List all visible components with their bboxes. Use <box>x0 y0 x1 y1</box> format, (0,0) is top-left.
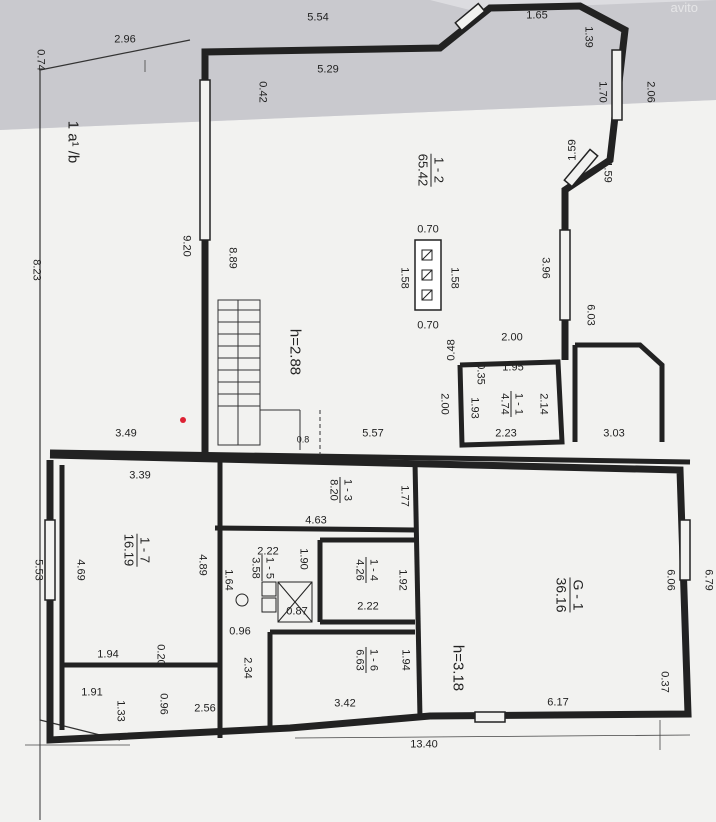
dimension-label: 13.40 <box>410 738 438 751</box>
dimension-label: 9.20 <box>180 235 193 257</box>
dimension-label: 1.39 <box>582 26 595 48</box>
dimension-label: 1.58 <box>398 267 411 289</box>
dimension-label: 5.57 <box>362 427 384 440</box>
dimension-label: 2.34 <box>241 657 254 679</box>
dimension-label: 0.70 <box>417 223 439 236</box>
dimension-label: 5.53 <box>32 559 45 581</box>
dimension-label: 0.42 <box>256 81 269 103</box>
dimension-label: 2.56 <box>194 702 216 715</box>
dimension-label: 1.77 <box>398 485 411 507</box>
dimension-label: 1.58 <box>448 267 461 289</box>
watermark: avito <box>670 0 698 15</box>
dimension-label: 5.29 <box>317 63 339 76</box>
dimension-label: 1.90 <box>297 548 310 570</box>
dimension-label: 0.87 <box>286 605 308 618</box>
dimension-label: 0.96 <box>229 625 251 638</box>
dimension-label: 6.06 <box>664 569 677 591</box>
dimension-label: 2.96 <box>114 33 136 46</box>
dimension-label: 1.33 <box>114 700 127 722</box>
dimension-label: 2.06 <box>644 81 657 103</box>
dimension-label: 0.20 <box>154 644 167 666</box>
dimension-label: 0.48 <box>445 339 458 361</box>
dimension-label: 3.96 <box>539 257 552 279</box>
dimension-label: 6.79 <box>702 569 715 591</box>
dimension-label: 2.00 <box>501 331 523 344</box>
dimension-label: 3.03 <box>603 427 625 440</box>
dimension-label: 6.17 <box>547 696 569 709</box>
dimension-label: 2.23 <box>495 427 517 440</box>
dimension-label: 0.70 <box>417 319 439 332</box>
dimension-label: 1.70 <box>596 81 609 103</box>
dimension-label: 4.63 <box>305 514 327 527</box>
dimension-label: 6.03 <box>584 304 597 326</box>
dimension-label: 4.89 <box>196 554 209 576</box>
dimension-label: 1.59 <box>566 139 579 161</box>
dimension-label: 2.22 <box>357 600 379 613</box>
dimension-label: 1.91 <box>81 686 103 699</box>
dimension-label: 2.14 <box>537 393 550 415</box>
dimension-label: 8.23 <box>30 259 43 281</box>
dimension-label: 2.22 <box>257 545 279 558</box>
dimension-label: 3.39 <box>129 469 151 482</box>
dimension-label: 1.64 <box>222 569 235 591</box>
dimension-label: 1.94 <box>97 648 119 661</box>
dimension-label: 1.59 <box>601 161 614 183</box>
dimension-label: 4.69 <box>74 559 87 581</box>
dimension-label: 0.35 <box>474 363 487 385</box>
ceiling-height-label: h=2.88 <box>286 328 304 376</box>
dimension-label: 2.00 <box>438 393 451 415</box>
dimension-label: 0.8 <box>296 434 310 445</box>
dimension-label: 1.95 <box>502 361 524 374</box>
dimension-label: 1.94 <box>399 649 412 671</box>
dimension-label: 3.49 <box>115 427 137 440</box>
dimension-label: 0.37 <box>658 671 671 693</box>
dimension-label: 0.96 <box>157 693 170 715</box>
dimension-label: 8.89 <box>226 247 239 269</box>
dimension-label: 1.92 <box>396 569 409 591</box>
dimension-label: 1.93 <box>468 397 481 419</box>
block-label: 1 a¹ /b <box>64 120 82 164</box>
dimension-label: 1.65 <box>526 9 548 22</box>
dimension-label: 3.42 <box>334 697 356 710</box>
ceiling-height-label: h=3.18 <box>449 644 467 692</box>
dimension-label: 5.54 <box>307 11 329 24</box>
dimension-label: 0.74 <box>34 49 47 71</box>
